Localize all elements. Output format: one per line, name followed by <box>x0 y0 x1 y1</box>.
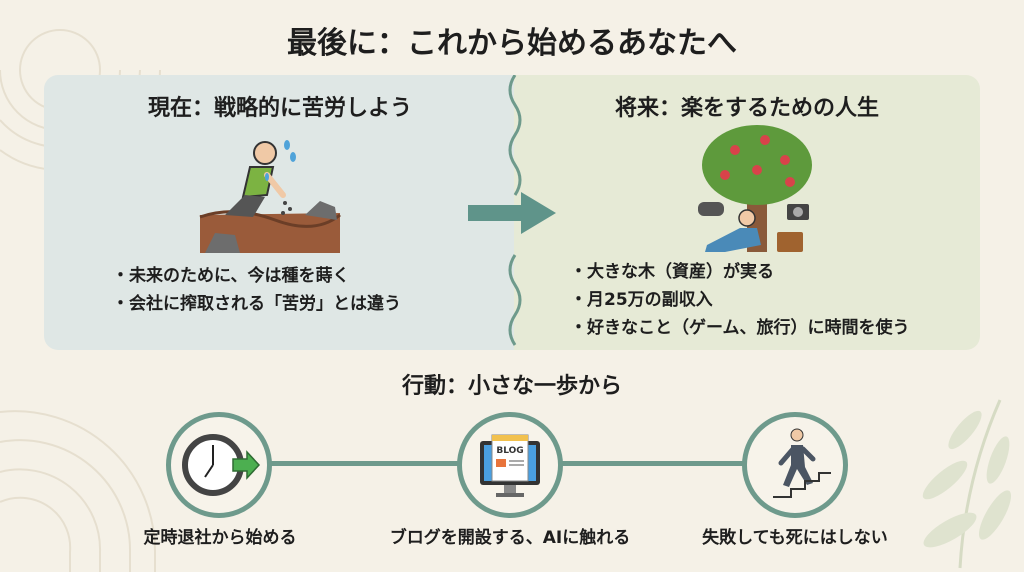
step-label: ブログを開設する、AIに触れる <box>389 528 631 548</box>
bullet-item: ・好きなこと（ゲーム、旅行）に時間を使う <box>570 318 910 338</box>
blog-monitor-icon: BLOG <box>480 434 540 497</box>
leaf-decoration-icon <box>922 399 1012 569</box>
clock-exit-icon <box>182 434 261 496</box>
page-title: 最後に：これから始めるあなたへ <box>287 26 737 61</box>
stairs-walker-icon <box>773 428 831 498</box>
future-heading: 将来：楽をするための人生 <box>614 96 879 121</box>
tree-relaxing-icon <box>698 125 812 252</box>
blog-text: BLOG <box>496 446 523 456</box>
bullet-item: ・未来のために、今は種を蒔く <box>112 266 350 286</box>
bullet-item: ・大きな木（資産）が実る <box>570 262 774 282</box>
step-circle-3 <box>742 412 848 518</box>
bullet-item: ・月25万の副収入 <box>570 290 713 310</box>
action-heading: 行動：小さな一歩から <box>401 374 622 399</box>
step-circle-2: BLOG <box>457 412 563 518</box>
present-heading: 現在：戦略的に苦労しよう <box>147 96 412 121</box>
step-label: 定時退社から始める <box>143 528 297 548</box>
decorative-rings <box>0 410 157 572</box>
present-bullets: ・未来のために、今は種を蒔く ・会社に搾取される「苦労」とは違う <box>112 262 401 318</box>
step-circle-1 <box>166 412 272 518</box>
step-label: 失敗しても死にはしない <box>702 528 888 548</box>
bullet-item: ・会社に搾取される「苦労」とは違う <box>112 294 401 314</box>
wavy-divider <box>508 75 522 346</box>
present-panel <box>44 75 516 350</box>
future-bullets: ・大きな木（資産）が実る ・月25万の副収入 ・好きなこと（ゲーム、旅行）に時間… <box>570 258 910 342</box>
farmer-sowing-icon <box>199 140 341 253</box>
arrow-right-icon <box>468 192 556 234</box>
